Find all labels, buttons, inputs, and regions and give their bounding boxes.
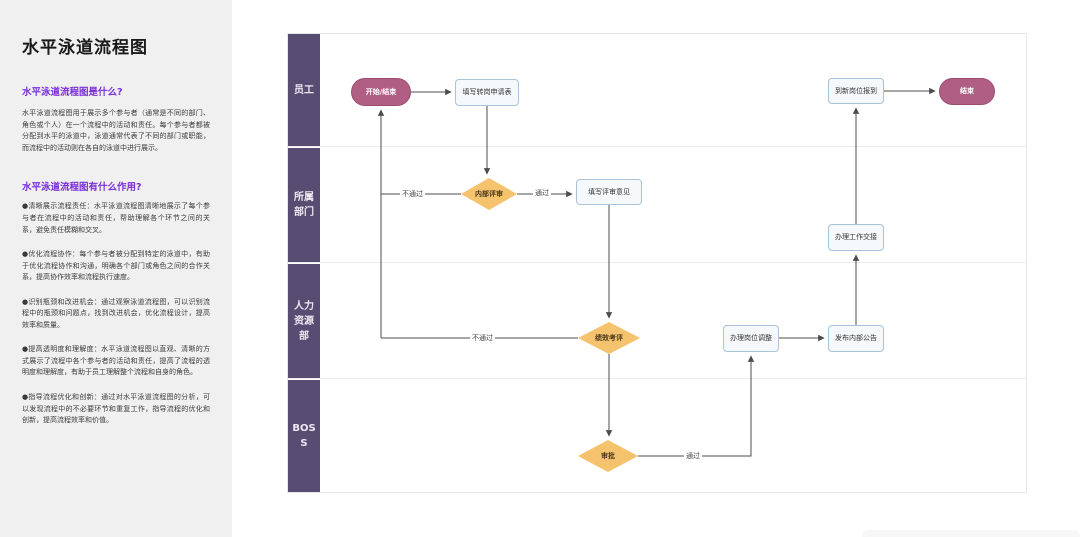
section-use-heading: 水平泳道流程图有什么作用? [22, 182, 142, 194]
bullet-optimization: ●指导流程优化和创新：通过对水平泳道流程图的分析，可以发现流程中的不必要环节和重… [22, 393, 210, 425]
lane-row-employee [288, 34, 1026, 147]
page-title: 水平泳道流程图 [22, 38, 148, 58]
node-fill-form[interactable]: 填写转岗申请表 [455, 79, 519, 106]
lane-header-employee: 员工 [288, 34, 320, 146]
lane-label: 所属部门 [294, 192, 314, 218]
node-label: 结束 [960, 87, 974, 96]
node-report-new-post[interactable]: 到新岗位报到 [828, 78, 884, 104]
bullet-responsibility: ●清晰展示流程责任：水平泳道流程图清晰地展示了每个参与者在流程中的活动和责任，帮… [22, 202, 210, 234]
lane-header-department: 所属部门 [288, 148, 320, 262]
node-end[interactable]: 结束 [939, 78, 995, 105]
lane-header-boss: BOSS [288, 380, 320, 492]
section-what-body: 水平泳道流程图用于展示多个参与者（通常是不同的部门、角色或个人）在一个流程中的活… [22, 109, 210, 152]
node-label: 开始/结束 [365, 87, 397, 96]
node-label: 办理岗位调整 [730, 334, 772, 343]
node-label: 内部评审 [475, 189, 503, 198]
edge-label-review-pass: 通过 [533, 188, 551, 198]
edge-label-review-fail: 不通过 [400, 189, 425, 199]
edge-approval-pass-to-adjust [638, 355, 755, 457]
node-post-adjust[interactable]: 办理岗位调整 [723, 325, 779, 352]
node-label: 发布内部公告 [835, 334, 877, 343]
lane-label: BOSS [292, 423, 316, 449]
lane-header-hr: 人力资源部 [288, 264, 320, 378]
node-label: 填写转岗申请表 [462, 88, 512, 97]
bullet-collaboration: ●优化流程协作：每个参与者被分配到特定的泳道中，有助于优化流程协作和沟通，明确各… [22, 250, 210, 282]
swimlane-diagram: 员工 所属部门 人力资源部 BOSS 开始/结束 填写转岗申请表 到新岗位报到 [287, 33, 1027, 493]
node-label: 到新岗位报到 [835, 86, 877, 95]
watermark-stub [862, 530, 1080, 537]
node-label: 审批 [601, 451, 615, 460]
bullet-transparency: ●提高透明度和理解度：水平泳道流程图以直观、清晰的方式展示了流程中各个参与者的活… [22, 345, 210, 377]
node-start-end[interactable]: 开始/结束 [351, 78, 411, 106]
lane-label: 人力资源部 [294, 300, 314, 342]
edge-label-approve-pass: 通过 [684, 451, 702, 461]
node-work-handover[interactable]: 办理工作交接 [828, 224, 884, 251]
sidebar: 水平泳道流程图 水平泳道流程图是什么? 水平泳道流程图用于展示多个参与者（通常是… [0, 0, 232, 537]
bullet-bottleneck: ●识别瓶颈和改进机会：通过观察泳道流程图，可以识别流程中的瓶颈和问题点，找到改进… [22, 297, 210, 329]
node-label: 填写评审意见 [588, 187, 630, 196]
lane-row-department [288, 147, 1026, 263]
section-what-heading: 水平泳道流程图是什么? [22, 87, 123, 99]
node-publish-notice[interactable]: 发布内部公告 [828, 325, 884, 352]
node-label: 办理工作交接 [835, 233, 877, 242]
node-label: 绩效考评 [595, 333, 623, 342]
node-write-opinion[interactable]: 填写评审意见 [576, 179, 642, 205]
edge-label-eval-fail: 不通过 [470, 333, 495, 343]
lane-label: 员工 [294, 84, 314, 96]
lane-row-hr [288, 263, 1026, 379]
